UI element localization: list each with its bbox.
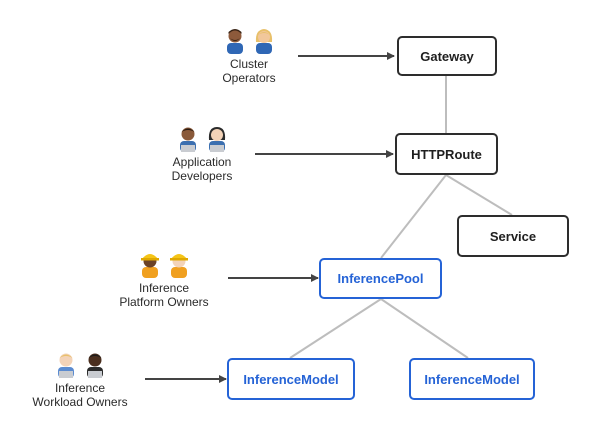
connector-httproute-service (445, 174, 513, 216)
cluster-operators-label-line2: Operators (222, 71, 276, 85)
inferencemodel-left-label: InferenceModel (243, 371, 339, 387)
httproute-node: HTTPRoute (395, 133, 498, 175)
gateway-label: Gateway (420, 48, 474, 64)
connector-httproute-inferencepool (380, 174, 447, 259)
construction-worker-icon (169, 254, 188, 278)
httproute-label: HTTPRoute (411, 146, 482, 162)
technologist-icon (86, 353, 103, 378)
inferencepool-node: InferencePool (319, 258, 442, 299)
service-label: Service (489, 228, 537, 244)
persona-platform-owners: Inference Platform Owners (89, 250, 239, 309)
developer-with-laptop-icon (208, 127, 225, 152)
inferencemodel-node-right: InferenceModel (409, 358, 535, 400)
connector-inferencepool-model-right (380, 298, 469, 359)
construction-worker-icon (140, 254, 159, 278)
platform-owners-label-line1: Inference (138, 281, 190, 295)
operator-person-icon (226, 29, 243, 54)
technologist-icon (57, 353, 74, 378)
application-developers-label-line2: Developers (171, 169, 233, 183)
operator-person-icon (255, 29, 272, 54)
workload-owners-label-line2: Workload Owners (32, 395, 128, 409)
developer-with-laptop-icon (179, 127, 196, 152)
platform-owners-label-line2: Platform Owners (119, 295, 209, 309)
connector-inferencepool-model-left (289, 298, 382, 359)
cluster-operators-label-line1: Cluster (229, 57, 268, 71)
inferencepool-label: InferencePool (337, 271, 424, 286)
persona-workload-owners: Inference Workload Owners (5, 350, 155, 409)
persona-application-developers: Application Developers (127, 124, 277, 183)
inferencemodel-right-label: InferenceModel (424, 371, 520, 387)
workload-owners-label-line1: Inference (54, 381, 106, 395)
service-node: Service (457, 215, 569, 257)
inferencemodel-node-left: InferenceModel (227, 358, 355, 400)
application-developers-label-line1: Application (172, 155, 232, 169)
persona-cluster-operators: Cluster Operators (174, 26, 324, 85)
gateway-node: Gateway (397, 36, 497, 76)
